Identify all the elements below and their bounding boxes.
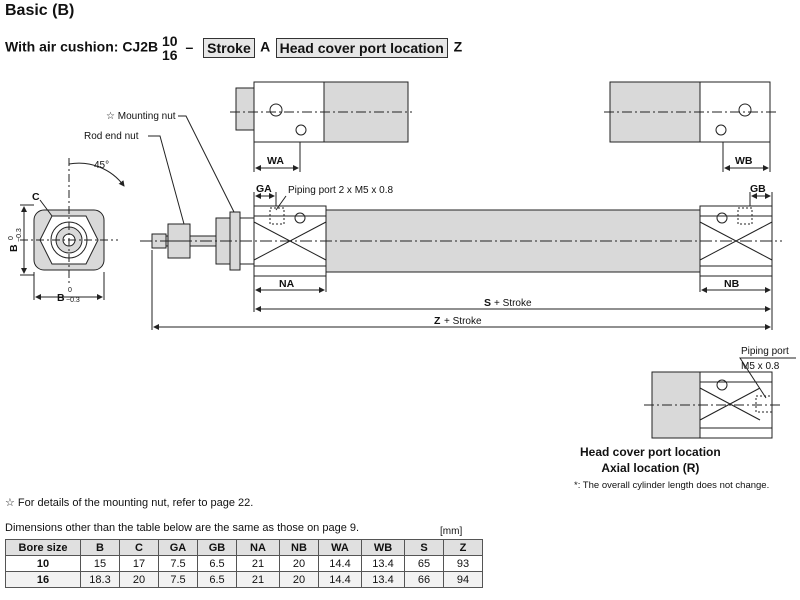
top-right-partial-view xyxy=(604,81,778,172)
table-cell: 65 xyxy=(404,555,444,572)
bore-top: 10 xyxy=(162,33,178,49)
z-label: Z xyxy=(434,315,441,327)
na-label: NA xyxy=(279,278,295,290)
col-header: GA xyxy=(158,539,198,556)
piping-port-label: Piping port 2 x M5 x 0.8 xyxy=(288,185,393,196)
table-cell: 13.4 xyxy=(361,571,405,588)
page-title: Basic (B) xyxy=(5,2,75,19)
table-cell: 6.5 xyxy=(197,555,237,572)
table-cell: 20 xyxy=(119,571,159,588)
axial-title-line1: Head cover port location xyxy=(580,445,721,459)
c-dimension-label: C xyxy=(32,191,40,203)
dimensions-note: Dimensions other than the table below ar… xyxy=(5,522,360,534)
axial-piping-port-label: Piping port xyxy=(741,346,789,357)
s-label: S xyxy=(484,297,491,309)
mounting-nut-reference: ☆ For details of the mounting nut, refer… xyxy=(5,497,254,509)
z-stroke-suffix: + Stroke xyxy=(444,316,482,327)
b-side-tol-zero: 0 xyxy=(8,236,15,240)
table-cell: 7.5 xyxy=(158,571,198,588)
dimensions-table: Bore size B C GA GB NA NB WA WB S Z 10 1… xyxy=(5,539,483,588)
model-prefix: With air cushion: CJ2B xyxy=(5,38,159,55)
axial-note: *: The overall cylinder length does not … xyxy=(574,480,770,491)
table-cell: 21 xyxy=(236,555,280,572)
units-label: [mm] xyxy=(440,526,463,537)
top-left-partial-view xyxy=(230,81,412,172)
b-side-label: B xyxy=(8,244,20,252)
col-header: WB xyxy=(361,539,405,556)
col-header: C xyxy=(119,539,159,556)
table-cell: 6.5 xyxy=(197,571,237,588)
model-dash: – xyxy=(185,38,194,55)
wb-label: WB xyxy=(735,155,753,167)
table-cell: 14.4 xyxy=(318,555,362,572)
bore-options: 10 16 xyxy=(162,34,178,62)
s-stroke-suffix: + Stroke xyxy=(494,298,532,309)
col-header: Bore size xyxy=(5,539,81,556)
table-header-row: Bore size B C GA GB NA NB WA WB S Z xyxy=(5,539,483,556)
table-row: 10 15 17 7.5 6.5 21 20 14.4 13.4 65 93 xyxy=(5,555,483,572)
table-cell: 14.4 xyxy=(318,571,362,588)
table-cell: 15 xyxy=(80,555,120,572)
z-letter: Z xyxy=(453,38,463,55)
col-header: GB xyxy=(197,539,237,556)
main-side-view xyxy=(140,115,782,330)
wa-label: WA xyxy=(267,155,284,167)
table-cell: 20 xyxy=(279,555,319,572)
axial-title-line2: Axial location (R) xyxy=(601,461,700,475)
a-letter: A xyxy=(260,38,270,55)
axial-piping-size-label: M5 x 0.8 xyxy=(741,361,780,372)
b-bottom-tol-minus: −0.3 xyxy=(66,297,80,304)
port-location-box: Head cover port location xyxy=(275,38,448,58)
table-cell: 93 xyxy=(443,555,483,572)
gb-label: GB xyxy=(750,183,766,195)
table-cell: 66 xyxy=(404,571,444,588)
table-cell: 17 xyxy=(119,555,159,572)
axial-view-title: Head cover port location Axial location … xyxy=(580,444,721,476)
angle-label: 45° xyxy=(94,160,109,171)
mounting-nut-label: ☆ Mounting nut xyxy=(106,111,176,122)
rod-end-nut-label: Rod end nut xyxy=(84,131,139,142)
col-header: NA xyxy=(236,539,280,556)
table-cell: 13.4 xyxy=(361,555,405,572)
table-cell: 7.5 xyxy=(158,555,198,572)
col-header: S xyxy=(404,539,444,556)
end-view xyxy=(20,158,125,300)
nb-label: NB xyxy=(724,278,740,290)
ga-label: GA xyxy=(256,183,272,195)
model-code: With air cushion: CJ2B 10 16 – Stroke A … xyxy=(5,34,462,64)
stroke-box: Stroke xyxy=(203,38,255,58)
col-header: B xyxy=(80,539,120,556)
table-row: 16 18.3 20 7.5 6.5 21 20 14.4 13.4 66 94 xyxy=(5,571,483,588)
col-header: Z xyxy=(443,539,483,556)
b-bottom-label: B xyxy=(57,292,65,304)
b-side-tol-minus: −0.3 xyxy=(16,228,23,242)
axial-location-view xyxy=(644,357,796,439)
table-cell: 21 xyxy=(236,571,280,588)
col-header: NB xyxy=(279,539,319,556)
b-bottom-tol-zero: 0 xyxy=(68,287,72,294)
table-cell: 94 xyxy=(443,571,483,588)
table-cell: 10 xyxy=(5,555,81,572)
bore-bottom: 16 xyxy=(162,47,178,63)
table-cell: 20 xyxy=(279,571,319,588)
table-cell: 18.3 xyxy=(80,571,120,588)
table-cell: 16 xyxy=(5,571,81,588)
col-header: WA xyxy=(318,539,362,556)
